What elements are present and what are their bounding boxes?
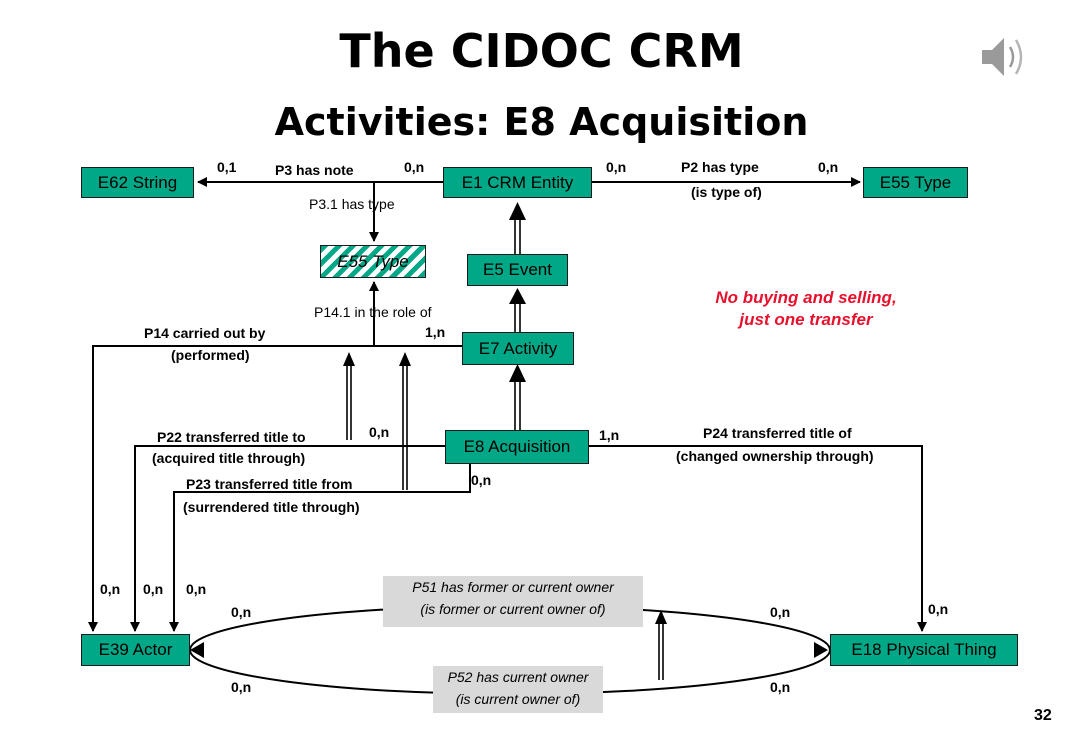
card-p24-e18: 0,n [928, 601, 949, 617]
note-line-1: No buying and selling, [715, 288, 897, 307]
card-p52-e18: 0,n [770, 679, 791, 695]
p22-inverse-label: (acquired title through) [152, 450, 306, 466]
p24-line [589, 445, 927, 632]
card-p3-e1: 0,n [404, 159, 425, 175]
ellipse-arrow-thing [814, 642, 828, 658]
card-p24-e8: 1,n [599, 427, 620, 443]
page-title: The CIDOC CRM [339, 24, 744, 78]
card-p2-e55: 0,n [818, 159, 839, 175]
p14-1-label: P14.1 in the role of [314, 304, 432, 320]
entity-e55-type-hatched-label: E55 Type [337, 251, 409, 271]
card-p14-e7: 1,n [425, 324, 446, 340]
p24-inverse-label: (changed ownership through) [676, 448, 874, 464]
entity-e18-physical-thing: E18 Physical Thing [830, 634, 1018, 666]
p3-1-label: P3.1 has type [309, 196, 395, 212]
entity-e7-activity: E7 Activity [462, 332, 574, 365]
card-p23-e39: 0,n [186, 581, 207, 597]
card-p3-e62: 0,1 [217, 159, 237, 175]
p52-box: P52 has current owner (is current owner … [433, 666, 603, 713]
entity-e39-actor: E39 Actor [81, 634, 190, 666]
p23-line [169, 464, 471, 632]
card-p51-e39: 0,n [231, 604, 252, 620]
page-subtitle: Activities: E8 Acquisition [274, 100, 809, 144]
p22-label: P22 transferred title to [157, 429, 306, 445]
card-p22-e8: 0,n [369, 424, 390, 440]
p2-inverse-label: (is type of) [691, 184, 762, 200]
p23-label: P23 transferred title from [186, 476, 353, 492]
entity-e5-event: E5 Event [467, 254, 568, 286]
ellipse-arrow-actor [190, 642, 204, 658]
card-p2-e1: 0,n [606, 159, 627, 175]
card-p51-e18: 0,n [770, 604, 791, 620]
p51-box: P51 has former or current owner (is form… [383, 576, 643, 627]
p51-label: P51 has former or current owner [412, 579, 614, 595]
entity-e55-type-hatched: E55 Type [320, 245, 426, 278]
card-p52-e39: 0,n [231, 679, 252, 695]
note-no-buying-selling: No buying and selling, just one transfer [686, 287, 926, 331]
p2-label: P2 has type [681, 159, 759, 175]
p51-inverse-label: (is former or current owner of) [420, 601, 606, 617]
p22-line [130, 445, 446, 632]
entity-e62-string: E62 String [81, 167, 194, 198]
p52-inverse-label: (is current owner of) [455, 691, 581, 707]
card-p23-e8: 0,n [471, 472, 492, 488]
p23-inverse-label: (surrendered title through) [183, 499, 360, 515]
speaker-icon[interactable] [982, 38, 1023, 76]
entity-e1-crm-entity: E1 CRM Entity [443, 167, 592, 198]
p14-line [88, 345, 462, 632]
entity-e8-acquisition: E8 Acquisition [445, 430, 589, 464]
p14-inverse-label: (performed) [171, 347, 250, 363]
card-p14-e39: 0,n [100, 581, 121, 597]
note-line-2: just one transfer [739, 310, 873, 329]
p52-label: P52 has current owner [447, 669, 589, 685]
p14-label: P14 carried out by [144, 325, 266, 341]
p3-label: P3 has note [275, 162, 354, 178]
p24-label: P24 transferred title of [703, 425, 852, 441]
page-number: 32 [1034, 707, 1052, 724]
entity-e55-type: E55 Type [863, 167, 968, 198]
card-p22-e39: 0,n [143, 581, 164, 597]
